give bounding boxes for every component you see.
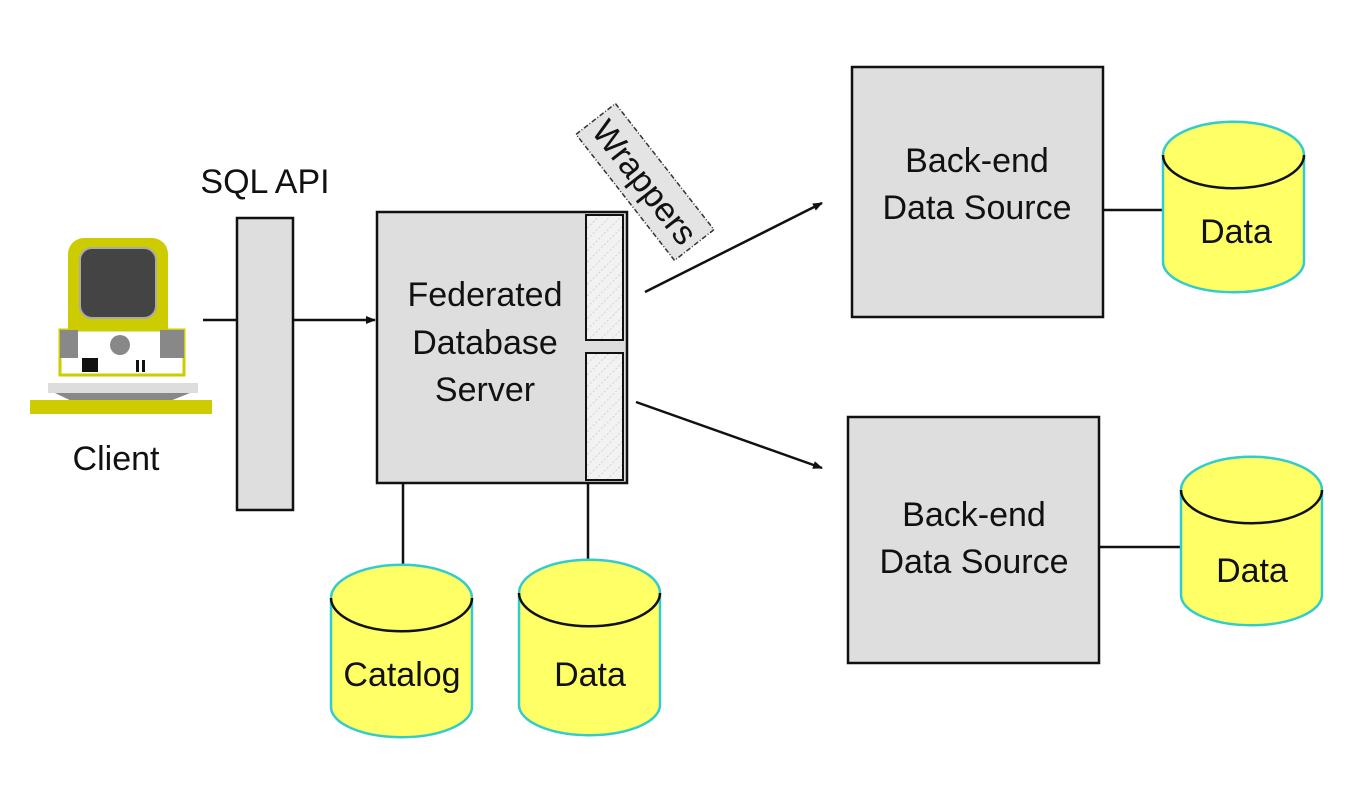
catalog-cylinder: Catalog: [329, 563, 474, 739]
wrapper-slot: [585, 214, 624, 341]
client-label: Client: [73, 440, 160, 478]
wrapper-slot: [585, 352, 624, 481]
computer-icon: [30, 238, 212, 414]
sql-api-label: SQL API: [200, 163, 329, 201]
backend-1-line-2: Data Source: [883, 189, 1072, 227]
backend-box-1: [850, 65, 1105, 319]
server-label-1: Federated: [408, 276, 563, 314]
backend-2-line-2: Data Source: [880, 543, 1069, 581]
backend-2-line-1: Back-end: [902, 496, 1046, 534]
local-data-cylinder: Data: [517, 558, 662, 737]
catalog-label: Catalog: [343, 656, 460, 694]
sql-api-bar: [235, 216, 295, 512]
data-label: Data: [554, 656, 626, 694]
server-label-2: Database: [412, 324, 558, 362]
backend-box-2: [846, 415, 1101, 665]
arrow-to-backend-2: [635, 400, 823, 470]
arrow-to-backend-1: [644, 201, 823, 294]
data-label: Data: [1200, 213, 1272, 251]
data-cylinder-backend-1: Data: [1161, 120, 1306, 294]
data-label: Data: [1216, 552, 1288, 590]
backend-1-line-1: Back-end: [905, 142, 1049, 180]
data-cylinder-backend-2: Data: [1179, 455, 1324, 627]
server-label-3: Server: [435, 371, 535, 409]
